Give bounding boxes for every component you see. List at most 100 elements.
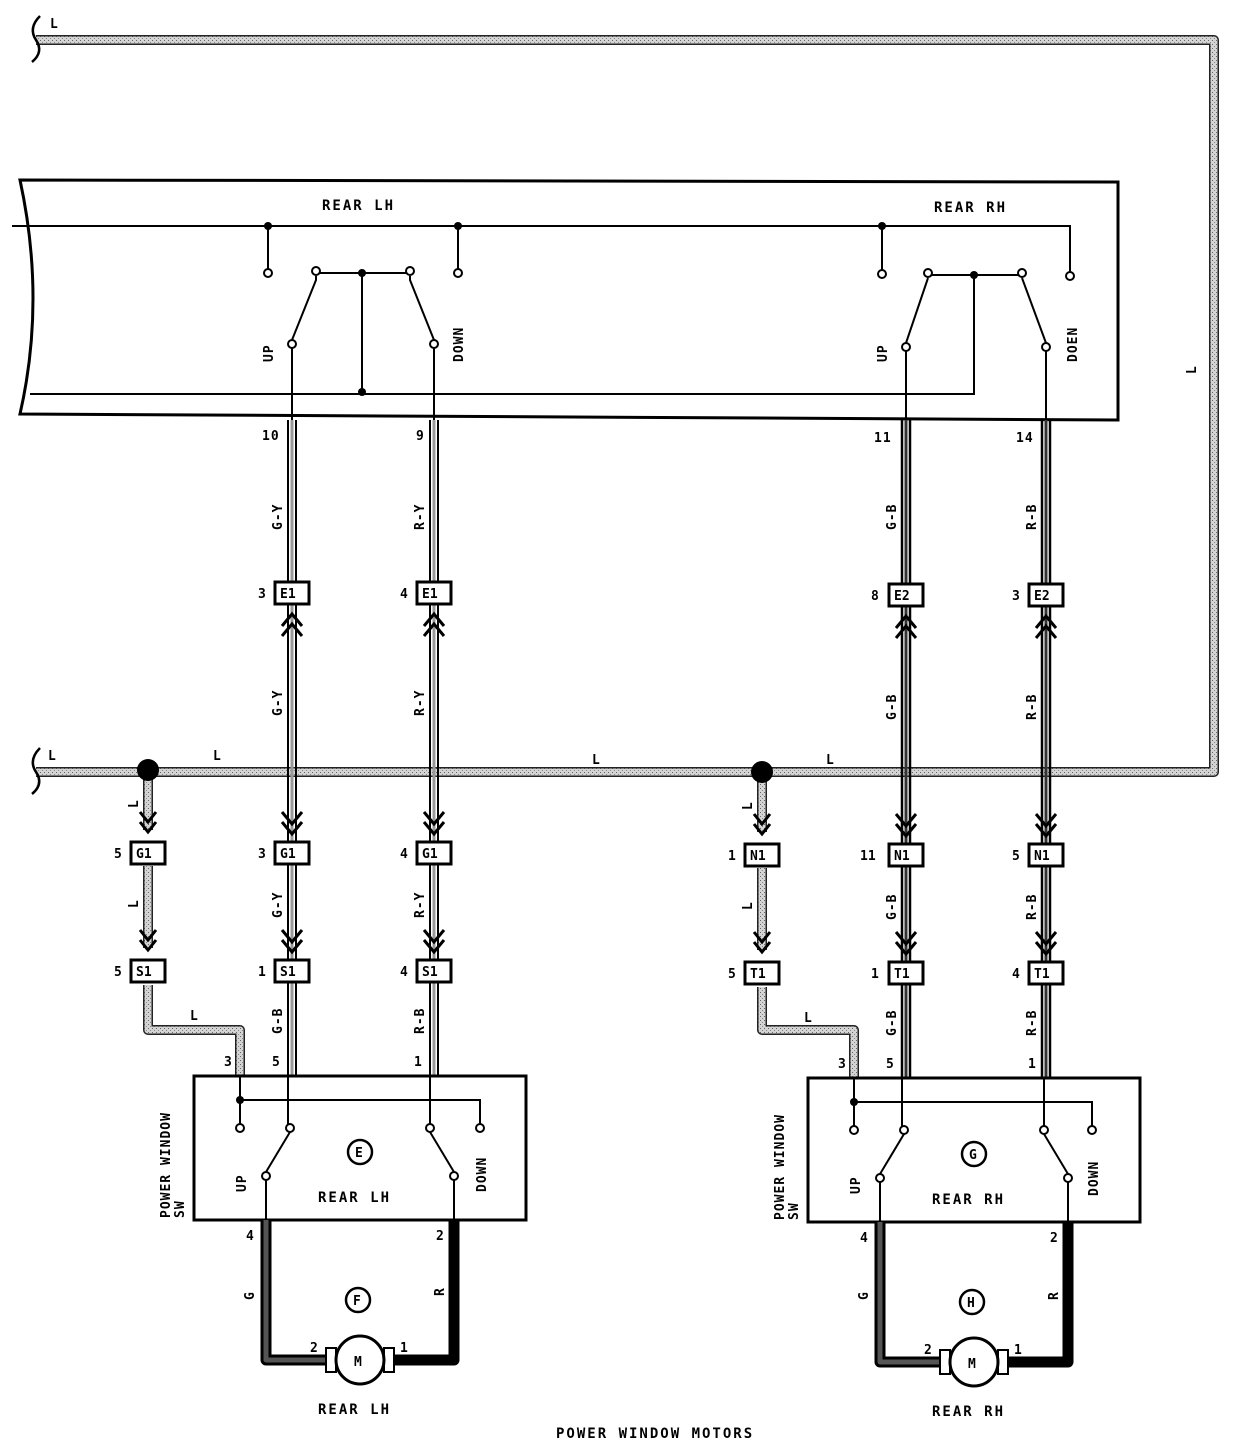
switch-lh-up: UP <box>235 1174 250 1192</box>
connector-s1-l-pin: 5 <box>114 965 122 980</box>
connector-g1-l: G1 <box>136 847 152 862</box>
master-pin-rh-up: 11 <box>874 431 892 446</box>
wire-label-gb-rh-4: G-B <box>885 1010 900 1036</box>
wire-label-r-rh: R <box>1047 1291 1062 1300</box>
motor-rh-pin-r: 1 <box>1014 1343 1023 1358</box>
wire-label-lh-l3: L <box>190 1009 199 1024</box>
l-bus-wires <box>31 15 1219 1078</box>
signal-wires <box>280 420 1058 1078</box>
wire-label-gb-rh-1: G-B <box>885 504 900 530</box>
master-label-down-rh: DOEN <box>1066 327 1081 362</box>
wire-label-ry-1: R-Y <box>413 504 428 530</box>
wire-label-rh-l3: L <box>804 1011 813 1026</box>
power-window-switch-rh <box>806 1076 1142 1224</box>
wire-label-top: L <box>50 17 59 32</box>
wire-label-rb-rh-2: R-B <box>1025 694 1040 720</box>
connector-g1-b: G1 <box>422 847 438 862</box>
wire-label-rb-rh-1: R-B <box>1025 504 1040 530</box>
wire-label-ry-2: R-Y <box>413 690 428 716</box>
connector-n1-a: N1 <box>894 849 910 864</box>
wire-label-g-lh: G <box>243 1291 258 1300</box>
master-label-down-lh: DOWN <box>452 327 467 362</box>
component-code-e: E <box>355 1146 363 1161</box>
connector-e1-b-pin: 4 <box>400 587 408 602</box>
splice-point-lh <box>137 759 159 781</box>
switch-rh-pin-down: 1 <box>1028 1057 1037 1072</box>
wire-label-ry-3: R-Y <box>413 892 428 918</box>
connector-t1-b: T1 <box>1034 967 1050 982</box>
connector-e2-a-pin: 8 <box>871 589 879 604</box>
switch-lh-label-2: SW <box>173 1200 188 1218</box>
connector-n1-l: N1 <box>750 849 766 864</box>
component-code-h: H <box>967 1296 975 1311</box>
wire-label-gb-rh-2: G-B <box>885 694 900 720</box>
wire-label-r-lh: R <box>433 1287 448 1296</box>
connector-s1-a: S1 <box>280 965 296 980</box>
connector-g1-a: G1 <box>280 847 296 862</box>
motor-wires <box>260 1220 1074 1368</box>
switch-rh-up: UP <box>849 1176 864 1194</box>
wire-label-gy-3: G-Y <box>271 892 286 918</box>
connector-s1-a-pin: 1 <box>258 965 266 980</box>
connector-n1-a-pin: 11 <box>860 849 876 864</box>
connector-n1-b: N1 <box>1034 849 1050 864</box>
switch-lh-pin-g: 4 <box>246 1229 255 1244</box>
connector-s1-b-pin: 4 <box>400 965 408 980</box>
switch-lh-name: REAR LH <box>318 1190 391 1206</box>
connector-e2-b-pin: 3 <box>1012 589 1020 604</box>
component-code-g: G <box>969 1148 977 1163</box>
connector-n1-l-pin: 1 <box>728 849 736 864</box>
wire-label-g-rh: G <box>857 1291 872 1300</box>
wire-label-rb-rh-3: R-B <box>1025 894 1040 920</box>
wire-label-gy-1: G-Y <box>271 504 286 530</box>
wire-label-gb-rh-3: G-B <box>885 894 900 920</box>
switch-lh-pin-up: 5 <box>272 1055 281 1070</box>
connector-s1-b: S1 <box>422 965 438 980</box>
switch-lh-label-1: POWER WINDOW <box>159 1112 174 1218</box>
switch-rh-label-1: POWER WINDOW <box>773 1114 788 1220</box>
connector-g1-b-pin: 4 <box>400 847 408 862</box>
motor-lh-name: REAR LH <box>318 1402 391 1418</box>
motor-lh-pin-g: 2 <box>310 1341 319 1356</box>
motor-rh-name: REAR RH <box>932 1404 1005 1420</box>
wire-label-rh-l1: L <box>741 801 756 810</box>
wire-break-top <box>31 15 41 63</box>
switch-rh-pin-l: 3 <box>838 1057 847 1072</box>
switch-rh-label-2: SW <box>787 1202 802 1220</box>
component-code-circle-h <box>958 1288 986 1316</box>
wire-label-main-2: L <box>213 749 222 764</box>
connectors: E1 3 E1 4 E2 8 E2 3 G1 5 G1 3 G1 4 S1 5 … <box>114 580 1065 986</box>
connector-e2-b: E2 <box>1034 589 1050 604</box>
switch-rh-pin-r: 2 <box>1050 1231 1059 1246</box>
power-window-switch-lh <box>192 1074 528 1222</box>
connector-e1-b: E1 <box>422 587 438 602</box>
motor-rh <box>939 1288 1009 1388</box>
switch-rh-down: DOWN <box>1087 1161 1102 1196</box>
connector-t1-a-pin: 1 <box>871 967 879 982</box>
wire-label-gy-2: G-Y <box>271 690 286 716</box>
wire-label-lh-l2: L <box>127 899 142 908</box>
master-label-up-lh: UP <box>262 344 277 362</box>
motor-lh-pin-r: 1 <box>400 1341 409 1356</box>
switch-lh-down: DOWN <box>475 1157 490 1192</box>
master-switch <box>12 178 1120 422</box>
connector-s1-l: S1 <box>136 965 152 980</box>
motor-lh-symbol: M <box>354 1355 362 1370</box>
wire-label-gb-lh: G-B <box>271 1008 286 1034</box>
connector-e1-a: E1 <box>280 587 296 602</box>
wire-label-rh-l2: L <box>741 901 756 910</box>
master-pin-lh-down: 9 <box>416 429 425 444</box>
component-code-circle-e <box>346 1138 374 1166</box>
wire-label-rb-rh-4: R-B <box>1025 1010 1040 1036</box>
connector-e2-a: E2 <box>894 589 910 604</box>
switch-lh-pin-down: 1 <box>414 1055 423 1070</box>
connector-g1-a-pin: 3 <box>258 847 266 862</box>
connector-t1-l: T1 <box>750 967 766 982</box>
wire-label-main-3: L <box>592 753 601 768</box>
connector-g1-l-pin: 5 <box>114 847 122 862</box>
wire-label-main-1: L <box>48 749 57 764</box>
switch-rh-pin-g: 4 <box>860 1231 869 1246</box>
component-code-circle-f <box>344 1286 372 1314</box>
